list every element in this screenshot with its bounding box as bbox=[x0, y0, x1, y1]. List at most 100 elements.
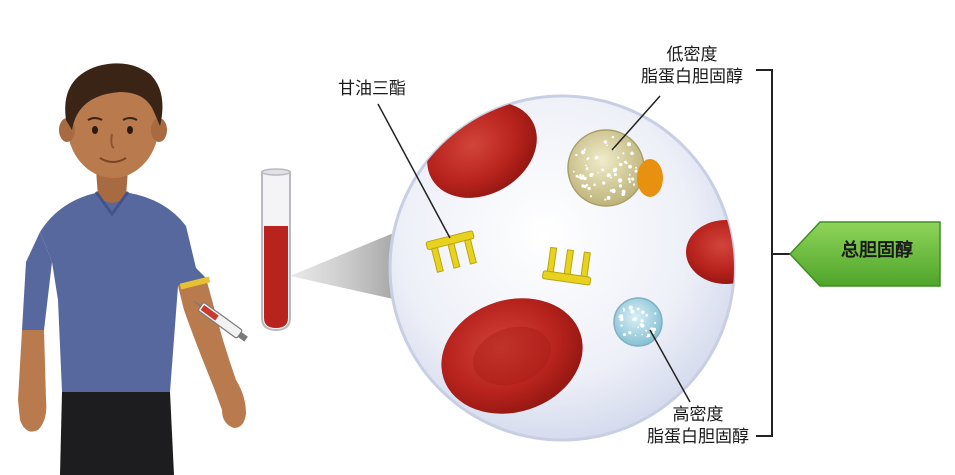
hdl-particle bbox=[613, 297, 663, 347]
trousers bbox=[60, 392, 174, 475]
particle-speckle bbox=[579, 174, 582, 177]
triglyceride-leader bbox=[377, 103, 451, 239]
particle-speckle bbox=[575, 153, 578, 157]
particle-speckle bbox=[640, 319, 644, 323]
particle-speckle bbox=[645, 329, 648, 332]
particle-speckle bbox=[582, 174, 585, 177]
hdl-label: 高密度 脂蛋白胆固醇 bbox=[628, 404, 768, 448]
particle-speckle bbox=[628, 331, 632, 335]
particle-speckle bbox=[627, 142, 631, 147]
particle-speckle bbox=[603, 140, 608, 144]
triglyceride-label: 甘油三酯 bbox=[338, 79, 406, 99]
particle-speckle bbox=[585, 164, 588, 167]
patient-figure bbox=[18, 63, 248, 475]
particle-speckle bbox=[587, 186, 591, 191]
total-cholesterol-callout bbox=[788, 221, 941, 287]
ldl-label-line1: 低密度 bbox=[666, 45, 718, 65]
particle-speckle bbox=[622, 152, 625, 155]
particle-speckle bbox=[583, 176, 587, 181]
particle-speckle bbox=[619, 314, 624, 319]
particle-speckle bbox=[594, 155, 599, 160]
particle-speckle bbox=[646, 335, 648, 338]
particle-speckle bbox=[640, 323, 645, 328]
blood-in-tube bbox=[264, 226, 288, 328]
particle-speckle bbox=[581, 150, 585, 155]
particle-speckle bbox=[614, 167, 618, 171]
hdl-label-line1: 高密度 bbox=[672, 405, 724, 425]
hdl-leader bbox=[649, 329, 691, 403]
particle-speckle bbox=[632, 318, 635, 321]
particle-speckle bbox=[589, 173, 593, 178]
particle-speckle bbox=[612, 189, 616, 193]
ldl-cap bbox=[637, 159, 663, 197]
mouth bbox=[99, 157, 127, 163]
particle-speckle bbox=[617, 178, 623, 183]
particle-speckle bbox=[573, 170, 575, 173]
ldl-texture bbox=[573, 135, 638, 201]
hdl-texture bbox=[618, 305, 657, 338]
particle-speckle bbox=[611, 135, 615, 139]
particle-speckle bbox=[602, 181, 606, 185]
particle-speckle bbox=[593, 183, 596, 187]
particle-speckle bbox=[585, 167, 589, 171]
particle-speckle bbox=[637, 326, 640, 329]
total-cholesterol-label: 总胆固醇 bbox=[841, 240, 913, 261]
ldl-leader bbox=[611, 95, 661, 151]
particle-speckle bbox=[606, 173, 611, 178]
particle-speckle bbox=[632, 183, 636, 186]
shirt bbox=[40, 192, 206, 392]
particle-speckle bbox=[578, 176, 581, 179]
particle-speckle bbox=[586, 158, 589, 161]
nose bbox=[110, 133, 115, 149]
right-arm bbox=[178, 278, 246, 428]
particle-speckle bbox=[654, 321, 657, 324]
particle-speckle bbox=[601, 168, 605, 172]
particle-speckle bbox=[628, 164, 632, 169]
particle-speckle bbox=[619, 162, 623, 167]
left-arm-sleeve bbox=[22, 232, 52, 330]
particle-speckle bbox=[622, 307, 625, 310]
red-blood-cell bbox=[441, 298, 583, 414]
particle-speckle bbox=[610, 176, 612, 179]
particle-speckle bbox=[613, 173, 617, 177]
particle-speckle bbox=[623, 333, 626, 337]
hair bbox=[65, 63, 163, 131]
particle-speckle bbox=[618, 316, 621, 318]
particle-speckle bbox=[641, 333, 643, 336]
tourniquet bbox=[179, 276, 211, 290]
blood-test-tube bbox=[261, 168, 291, 332]
triglyceride-molecule bbox=[542, 246, 592, 286]
zoom-cone bbox=[290, 232, 398, 300]
particle-speckle bbox=[583, 185, 587, 189]
particle-speckle bbox=[618, 184, 623, 188]
particle-speckle bbox=[575, 174, 579, 178]
particle-speckle bbox=[579, 176, 584, 180]
particle-speckle bbox=[636, 307, 640, 311]
particle-speckle bbox=[628, 174, 631, 176]
triglyceride-molecule bbox=[425, 230, 477, 273]
particle-speckle bbox=[622, 309, 625, 312]
particle-speckle bbox=[634, 334, 637, 337]
collar bbox=[94, 191, 130, 217]
left-arm bbox=[18, 330, 47, 432]
particle-speckle bbox=[621, 189, 626, 194]
particle-speckle bbox=[631, 177, 635, 181]
particle-speckle bbox=[583, 148, 586, 151]
right-eye bbox=[127, 126, 133, 134]
right-ear bbox=[151, 118, 167, 142]
particle-speckle bbox=[645, 313, 648, 317]
left-eye bbox=[92, 126, 98, 134]
particle-speckle bbox=[589, 195, 593, 198]
particle-speckle bbox=[617, 156, 620, 159]
particle-speckle bbox=[641, 310, 645, 314]
particle-speckle bbox=[630, 309, 635, 314]
neck bbox=[96, 170, 128, 203]
ldl-label-line2: 脂蛋白胆固醇 bbox=[641, 67, 743, 87]
particle-speckle bbox=[604, 198, 607, 201]
red-blood-cell bbox=[686, 220, 734, 284]
particle-speckle bbox=[652, 327, 657, 332]
particle-speckle bbox=[634, 169, 638, 173]
particle-speckle bbox=[628, 305, 633, 310]
particle-speckle bbox=[609, 189, 613, 192]
particle-speckle bbox=[635, 166, 637, 169]
